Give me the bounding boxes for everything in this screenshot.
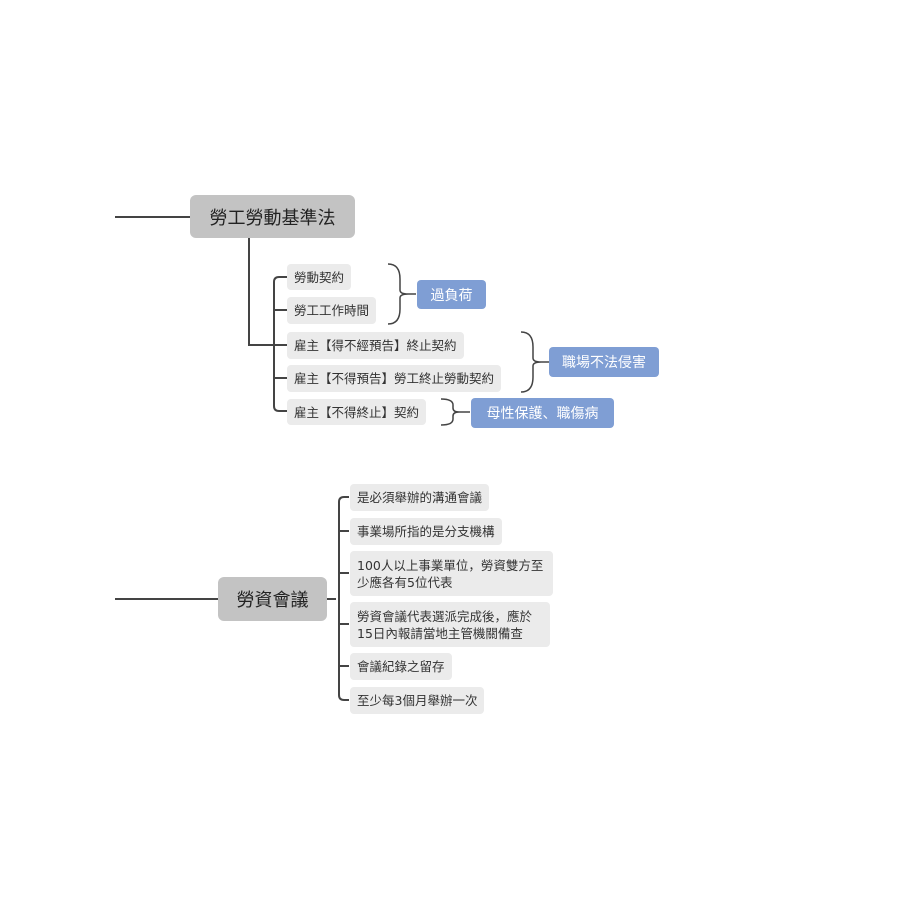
main-topic-labor-standards[interactable]: 勞工勞動基準法	[190, 195, 355, 238]
subtopic-working-hours[interactable]: 勞工工作時間	[287, 297, 377, 324]
subtopic-worker-termination[interactable]: 雇主【不得預告】勞工終止勞動契約	[287, 365, 502, 392]
subtopic-branch-definition[interactable]: 事業場所指的是分支機構	[350, 518, 502, 545]
subtopic-mandatory-meeting[interactable]: 是必須舉辦的溝通會議	[350, 484, 490, 511]
subtopic-termination-without-notice[interactable]: 雇主【得不經預告】終止契約	[287, 332, 464, 359]
main-topic-labor-management-meeting[interactable]: 勞資會議	[218, 577, 327, 621]
summary-overload[interactable]: 過負荷	[417, 280, 486, 309]
subtopic-filing-deadline[interactable]: 勞資會議代表選派完成後，應於15日內報請當地主管機關備查	[350, 602, 550, 647]
subtopic-representatives[interactable]: 100人以上事業單位，勞資雙方至少應各有5位代表	[350, 551, 553, 596]
subtopic-meeting-frequency[interactable]: 至少每3個月舉辦一次	[350, 687, 485, 714]
subtopic-minutes-retention[interactable]: 會議紀錄之留存	[350, 653, 452, 680]
summary-maternity-protection[interactable]: 母性保護、職傷病	[471, 398, 614, 428]
summary-workplace-violence[interactable]: 職場不法侵害	[549, 347, 659, 377]
subtopic-no-termination[interactable]: 雇主【不得終止】契約	[287, 399, 427, 425]
subtopic-labor-contract[interactable]: 勞動契約	[287, 264, 352, 290]
